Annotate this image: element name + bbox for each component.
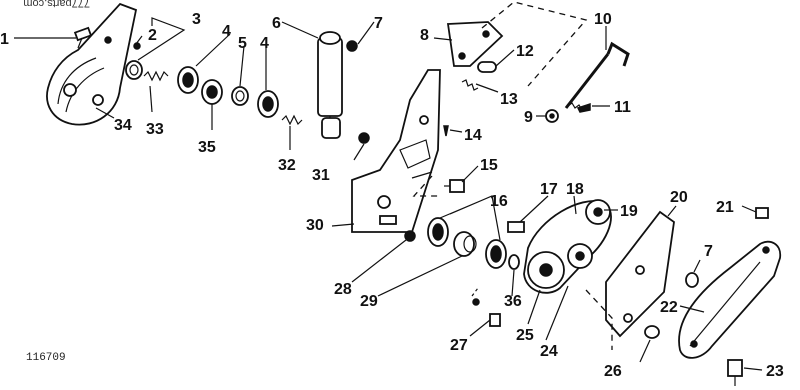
part-13-spring bbox=[461, 79, 479, 91]
callout-1: 1 bbox=[0, 31, 9, 48]
callout-23: 23 bbox=[766, 363, 784, 380]
callout-27: 27 bbox=[450, 337, 468, 354]
part-16-seal bbox=[427, 217, 449, 247]
callout-11: 11 bbox=[614, 99, 631, 116]
callout-4b: 4 bbox=[260, 35, 269, 52]
part-5-bushing bbox=[231, 86, 249, 106]
part-22-cover bbox=[678, 240, 782, 359]
callout-labels: 1 2 3 4 4 5 6 7 7 8 9 10 11 12 13 14 15 … bbox=[0, 11, 784, 380]
callout-12: 12 bbox=[516, 43, 534, 60]
callout-28: 28 bbox=[334, 281, 352, 298]
part-36-nut bbox=[508, 254, 520, 270]
callout-16: 16 bbox=[490, 193, 508, 210]
callout-22: 22 bbox=[660, 299, 678, 316]
part-1-screw bbox=[73, 26, 93, 49]
part-12-pin bbox=[477, 61, 497, 73]
assembly-outline-upper bbox=[481, 1, 588, 87]
assembly-outline-bracket bbox=[412, 175, 440, 197]
part-18-belt-assembly bbox=[523, 199, 612, 294]
part-30-bracket bbox=[351, 69, 441, 233]
part-28-nut bbox=[404, 230, 416, 242]
part-27-screws bbox=[471, 287, 501, 327]
part-23-bolt bbox=[727, 359, 743, 386]
callout-31: 31 bbox=[312, 167, 330, 184]
part-4-washer bbox=[177, 66, 199, 94]
callout-20: 20 bbox=[670, 189, 688, 206]
part-32-spring bbox=[281, 114, 303, 126]
part-20-plate bbox=[605, 210, 675, 338]
part-29-bushing bbox=[453, 231, 477, 257]
part-35-bearing bbox=[201, 79, 223, 105]
part-34-housing bbox=[46, 2, 138, 126]
callout-3: 3 bbox=[192, 11, 201, 28]
callout-7: 7 bbox=[374, 15, 383, 32]
callout-30: 30 bbox=[306, 217, 324, 234]
part-33-spring bbox=[143, 70, 169, 82]
part-4-washer-b bbox=[257, 90, 279, 118]
callout-36: 36 bbox=[504, 293, 522, 310]
callout-24: 24 bbox=[540, 343, 558, 360]
callout-14: 14 bbox=[464, 127, 482, 144]
part-17-screw bbox=[507, 221, 525, 233]
callout-7b: 7 bbox=[704, 243, 713, 260]
part-21-screw bbox=[755, 207, 769, 219]
assembly-outline-lower bbox=[585, 289, 613, 350]
callout-34: 34 bbox=[114, 117, 132, 134]
callout-4: 4 bbox=[222, 23, 231, 40]
part-7-nut bbox=[346, 40, 358, 52]
part-15-screw bbox=[444, 179, 465, 193]
callout-2: 2 bbox=[148, 27, 157, 44]
callout-19: 19 bbox=[620, 203, 638, 220]
leader-lines bbox=[14, 17, 763, 371]
callout-35: 35 bbox=[198, 139, 216, 156]
watermark-text: 777parts.com bbox=[23, 0, 90, 9]
part-11-pin bbox=[576, 102, 591, 113]
part-8-latch bbox=[446, 21, 504, 67]
part-7-nut-b bbox=[685, 272, 699, 288]
callout-26: 26 bbox=[604, 363, 622, 380]
callout-33: 33 bbox=[146, 121, 164, 138]
callout-8: 8 bbox=[420, 27, 429, 44]
callout-13: 13 bbox=[500, 91, 518, 108]
callout-9: 9 bbox=[524, 109, 533, 126]
callout-32: 32 bbox=[278, 157, 296, 174]
callout-18: 18 bbox=[566, 181, 584, 198]
part-26-nut bbox=[644, 325, 660, 339]
callout-5: 5 bbox=[238, 35, 247, 52]
part-14-pin bbox=[443, 125, 449, 137]
part-9-nut bbox=[545, 109, 559, 123]
part-16-seal-b bbox=[485, 239, 507, 269]
callout-25: 25 bbox=[516, 327, 534, 344]
part-6-shock-absorber bbox=[317, 31, 343, 139]
callout-29: 29 bbox=[360, 293, 378, 310]
callout-15: 15 bbox=[480, 157, 498, 174]
part-31-nut bbox=[358, 132, 370, 144]
callout-17: 17 bbox=[540, 181, 558, 198]
callout-21: 21 bbox=[716, 199, 734, 216]
figure-code: 116709 bbox=[26, 352, 66, 364]
callout-6: 6 bbox=[272, 15, 281, 32]
callout-10: 10 bbox=[594, 11, 612, 28]
